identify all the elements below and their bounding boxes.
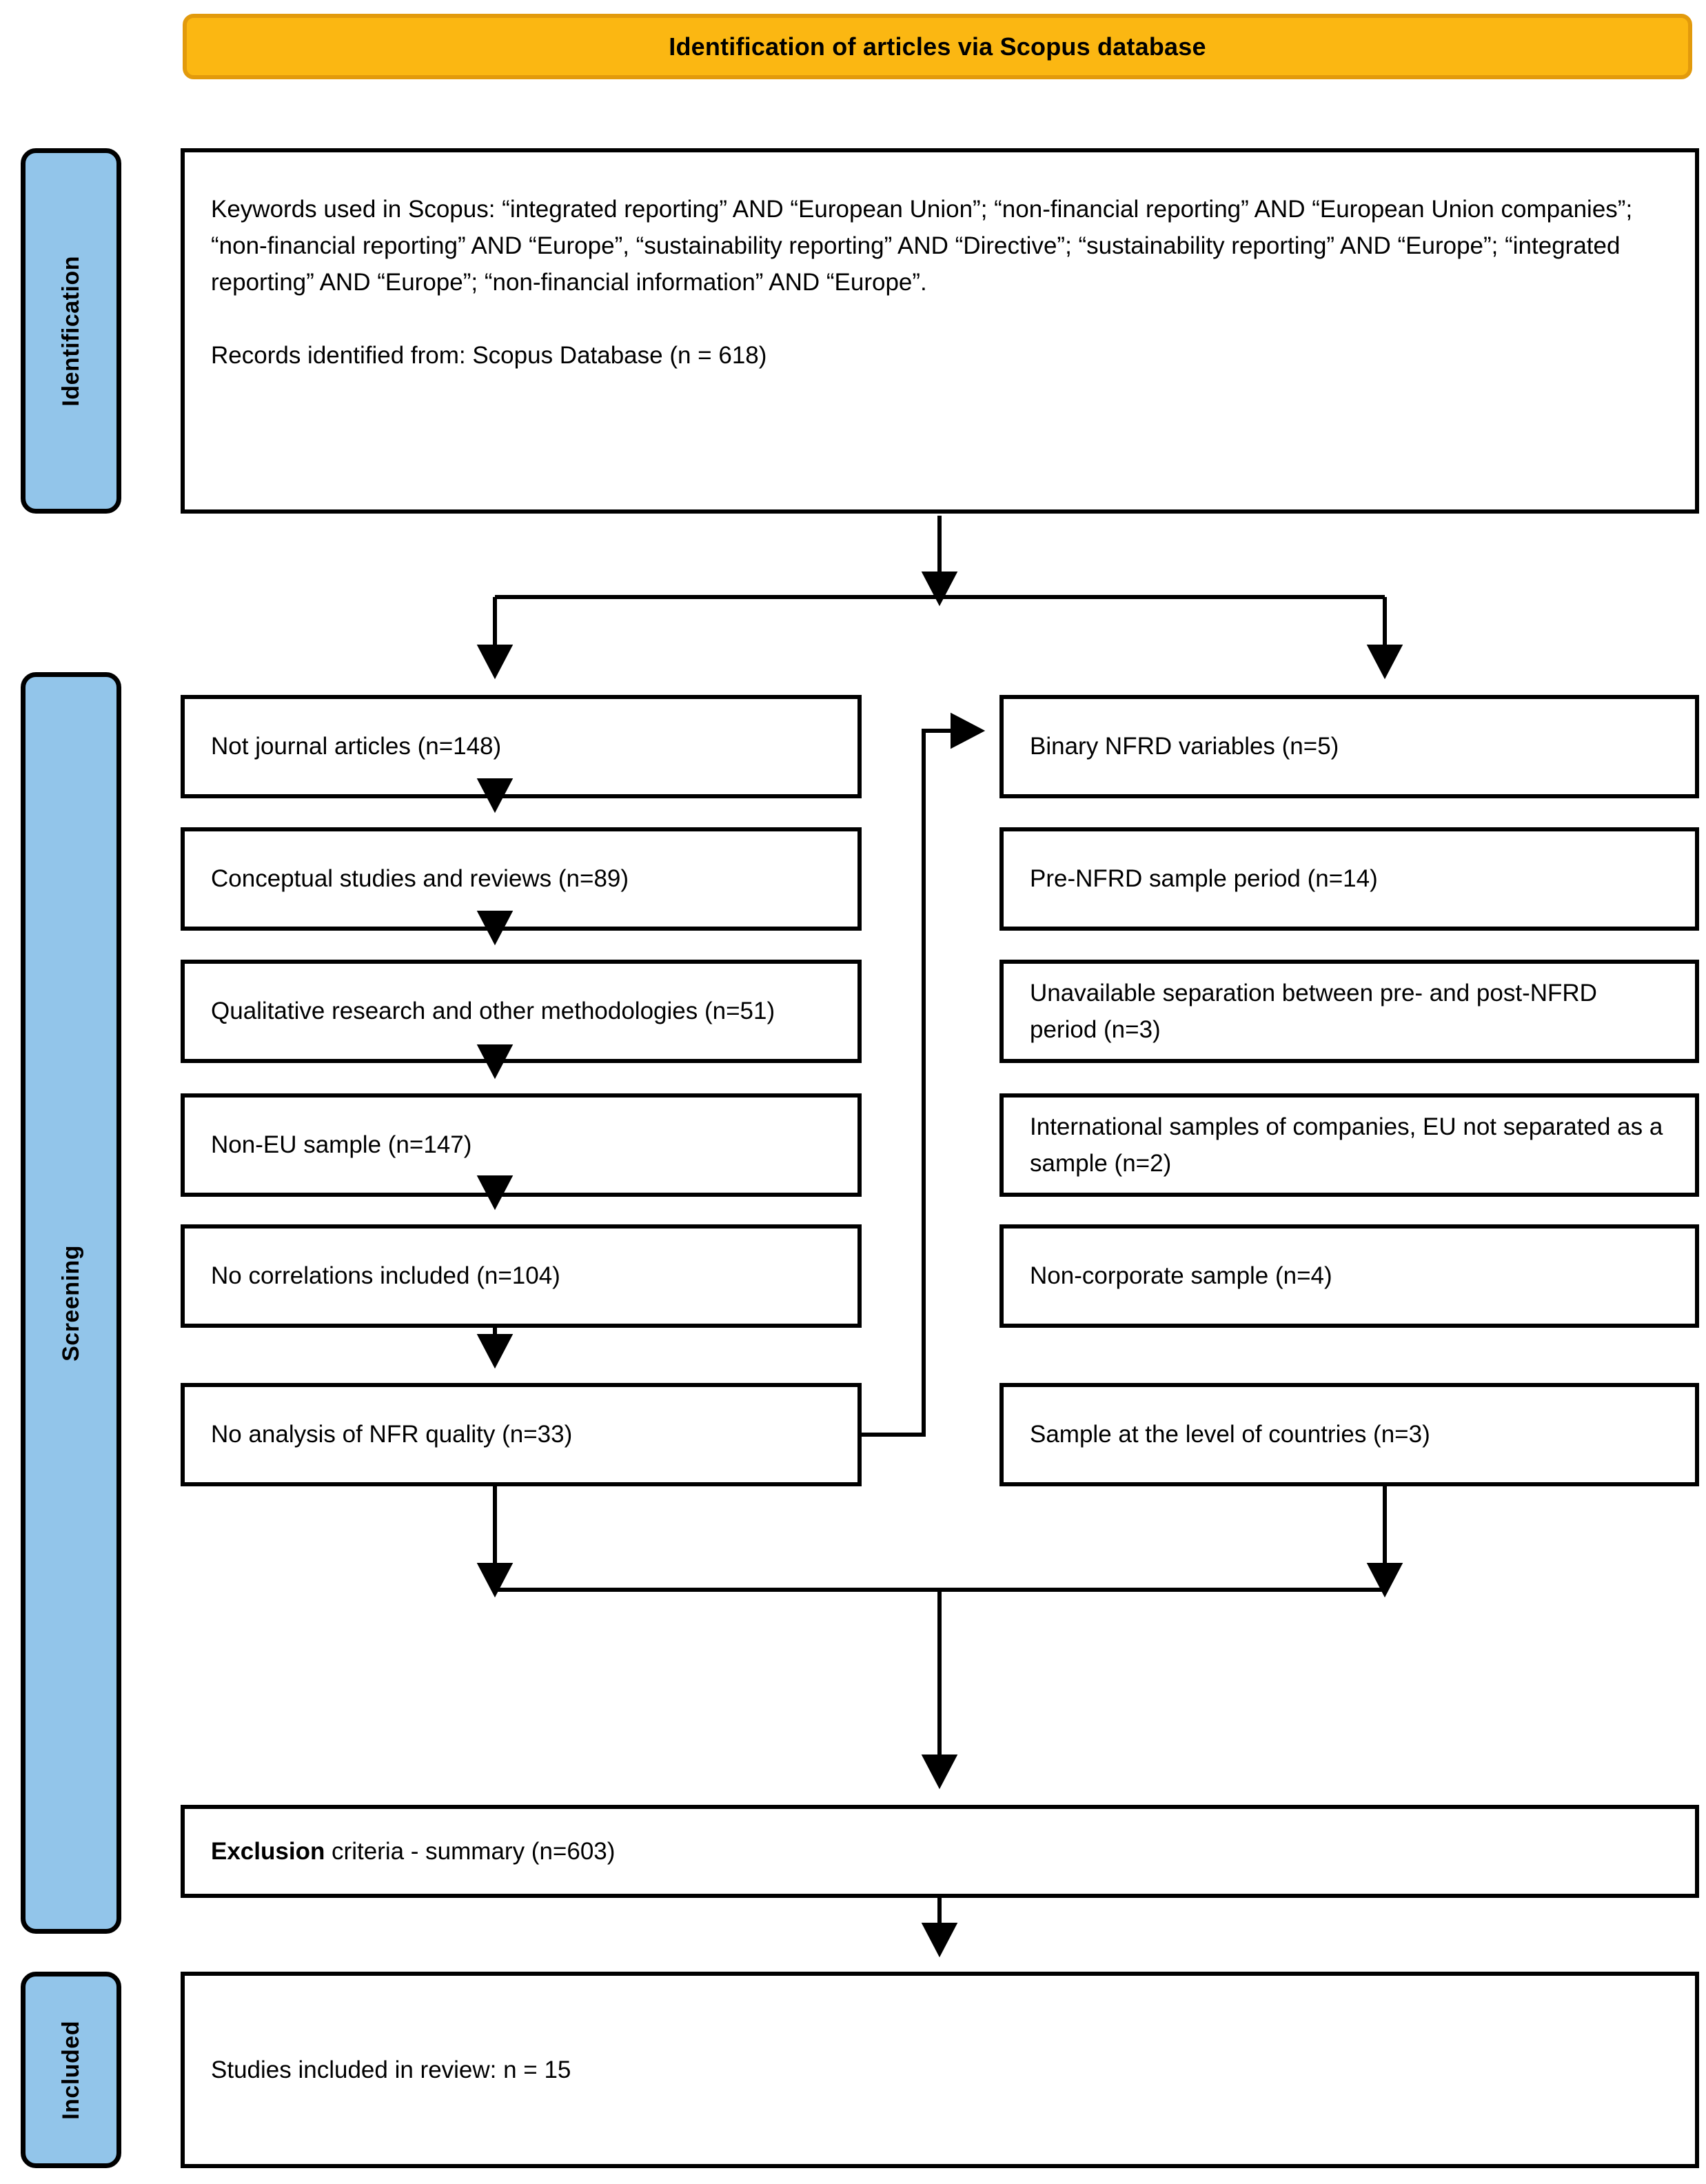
exclusion-summary-bold: Exclusion (211, 1837, 325, 1865)
exclusion-label: Qualitative research and other methodolo… (211, 998, 775, 1025)
identification-box: Keywords used in Scopus: “integrated rep… (181, 148, 1699, 514)
exclusion-summary-box: Exclusion criteria - summary (n=603) (181, 1805, 1699, 1898)
exclusion-box-binary-nfrd-variables: Binary NFRD variables (n=5) (999, 695, 1699, 798)
exclusion-box-qualitative-research: Qualitative research and other methodolo… (181, 960, 862, 1063)
stage-label-identification-text: Identification (57, 255, 84, 407)
exclusion-label: Non-corporate sample (n=4) (1030, 1262, 1332, 1290)
included-studies-box: Studies included in review: n = 15 (181, 1972, 1699, 2168)
exclusion-box-conceptual-studies: Conceptual studies and reviews (n=89) (181, 827, 862, 931)
diagram-title: Identification of articles via Scopus da… (669, 32, 1206, 61)
exclusion-label: No analysis of NFR quality (n=33) (211, 1421, 573, 1448)
stage-label-included-text: Included (57, 2020, 84, 2120)
stage-label-screening: Screening (21, 672, 121, 1934)
exclusion-summary-rest: criteria - summary (n=603) (325, 1837, 616, 1865)
exclusion-box-pre-nfrd-sample-period: Pre-NFRD sample period (n=14) (999, 827, 1699, 931)
exclusion-box-international-samples: International samples of companies, EU n… (999, 1093, 1699, 1197)
records-identified-line: Records identified from: Scopus Database… (211, 341, 767, 369)
exclusion-box-no-correlations: No correlations included (n=104) (181, 1224, 862, 1328)
exclusion-box-non-corporate-sample: Non-corporate sample (n=4) (999, 1224, 1699, 1328)
connector-l6-to-r1 (862, 712, 986, 1437)
exclusion-label: Conceptual studies and reviews (n=89) (211, 865, 629, 893)
keywords-paragraph: Keywords used in Scopus: “integrated rep… (211, 196, 1633, 296)
stage-label-included: Included (21, 1972, 121, 2168)
exclusion-box-sample-level-countries: Sample at the level of countries (n=3) (999, 1383, 1699, 1486)
exclusion-box-unavailable-separation: Unavailable separation between pre- and … (999, 960, 1699, 1063)
stage-label-identification: Identification (21, 148, 121, 514)
stage-label-screening-text: Screening (57, 1244, 84, 1362)
exclusion-box-not-journal-articles: Not journal articles (n=148) (181, 695, 862, 798)
exclusion-label: Unavailable separation between pre- and … (1030, 979, 1597, 1043)
exclusion-label: Pre-NFRD sample period (n=14) (1030, 865, 1378, 893)
exclusion-box-non-eu-sample: Non-EU sample (n=147) (181, 1093, 862, 1197)
included-studies-label: Studies included in review: n = 15 (211, 2056, 571, 2083)
exclusion-box-no-nfr-quality: No analysis of NFR quality (n=33) (181, 1383, 862, 1486)
exclusion-label: Not journal articles (n=148) (211, 733, 502, 760)
exclusion-label: Non-EU sample (n=147) (211, 1131, 472, 1159)
exclusion-label: International samples of companies, EU n… (1030, 1113, 1663, 1177)
exclusion-label: Binary NFRD variables (n=5) (1030, 733, 1339, 760)
exclusion-label: No correlations included (n=104) (211, 1262, 560, 1290)
exclusion-label: Sample at the level of countries (n=3) (1030, 1421, 1430, 1448)
diagram-title-banner: Identification of articles via Scopus da… (183, 14, 1692, 79)
